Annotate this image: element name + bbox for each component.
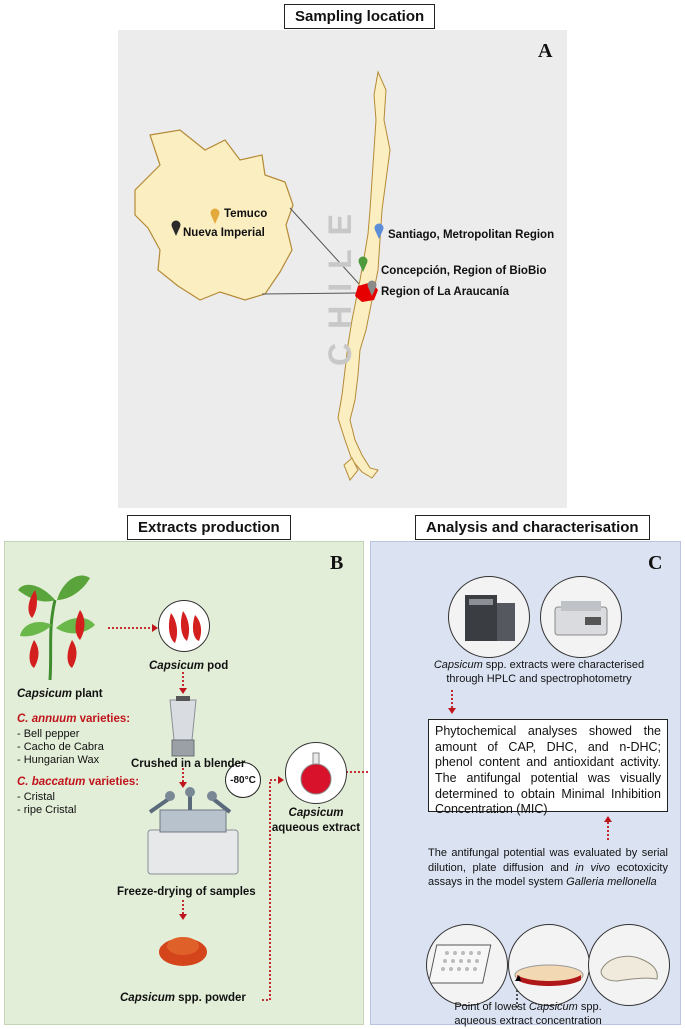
annuum-heading-species: C. annuum [17, 713, 77, 725]
temperature-badge: -80°C [225, 762, 261, 798]
freeze-drying-label: Freeze-drying of samples [117, 886, 256, 898]
hplc-icon [465, 595, 515, 641]
plant-label-rest: plant [71, 688, 103, 700]
powder-label-genus: Capsicum [120, 992, 175, 1004]
aqueous-extract-flask-image [285, 742, 347, 804]
pepper-plant-icon [18, 575, 95, 681]
annuum-heading: C. annuum varieties: [17, 713, 130, 725]
pod-label-genus: Capsicum [149, 660, 204, 672]
extracts-production-title: Extracts production [127, 515, 291, 540]
hplc-instrument-image [448, 576, 530, 658]
baccatum-item: - ripe Cristal [17, 804, 77, 816]
extract-label: Capsicum aqueous extract [270, 806, 362, 836]
annuum-item: - Hungarian Wax [17, 754, 100, 766]
plant-label: Capsicum plant [17, 688, 103, 700]
temuco-pin-icon [210, 208, 220, 224]
phytochemical-summary-box: Phytochemical analyses showed the amount… [428, 719, 668, 816]
sampling-location-title: Sampling location [284, 4, 436, 29]
powder-label: Capsicum spp. powder [120, 992, 246, 1004]
hplc-caption: Capsicum spp. extracts were characterise… [410, 658, 668, 687]
spectrophotometer-icon [554, 601, 608, 636]
point-text-2: spp. [577, 1001, 602, 1013]
pepper-pod-image [158, 600, 210, 652]
serial-dilution-plate-image [426, 924, 508, 1006]
antifungal-text-species: Galleria mellonella [566, 876, 657, 889]
pepper-pod-icon [168, 611, 202, 643]
annuum-item: - Cacho de Cabra [17, 741, 104, 753]
map-label-nueva-imperial: Nueva Imperial [183, 227, 265, 239]
annuum-heading-rest: varieties: [76, 713, 131, 725]
map-label-concepcion: Concepción, Region of BioBio [381, 265, 547, 277]
extract-label-genus: Capsicum [288, 807, 344, 819]
baccatum-item: - Cristal [17, 791, 55, 803]
annuum-item: - Bell pepper [17, 728, 80, 740]
nueva-imperial-pin-icon [171, 220, 181, 236]
pod-label: Capsicum pod [149, 660, 228, 672]
hplc-caption-line2: through HPLC and spectrophotometry [446, 673, 632, 686]
map-label-araucania: Region of La Araucanía [381, 286, 510, 298]
plant-label-genus: Capsicum [17, 688, 72, 700]
hplc-caption-genus: Capsicum [433, 659, 483, 671]
blender-icon [169, 696, 197, 757]
hplc-caption-line1: spp. extracts were characterised [482, 659, 645, 671]
flask-icon [300, 752, 332, 795]
panel-letter-a: A [538, 40, 553, 62]
lowest-concentration-note: Point of lowest Capsicum spp. aqueous ex… [428, 1000, 628, 1029]
baccatum-heading-species: C. baccatum [17, 776, 86, 788]
plate-diffusion-image [508, 924, 590, 1006]
antifungal-text-invivo: in vivo [575, 861, 611, 874]
antifungal-text-2: ecotoxicity assays in the model system [428, 861, 668, 889]
petri-dish-icon [514, 964, 584, 986]
freeze-dryer-icon [147, 787, 239, 875]
point-text-1: Point of lowest [454, 1001, 529, 1013]
santiago-pin-icon [374, 223, 384, 239]
baccatum-heading: C. baccatum varieties: [17, 776, 139, 788]
chile-country-shape [337, 70, 391, 479]
analysis-title: Analysis and characterisation [415, 515, 650, 540]
map-label-santiago: Santiago, Metropolitan Region [388, 229, 555, 241]
point-text-3: aqueous extract concentration [454, 1015, 602, 1028]
antifungal-text-1: The antifungal potential was evaluated b… [428, 847, 668, 874]
antarctic-inset-shape [343, 457, 359, 481]
temperature-value: -80°C [230, 774, 256, 786]
blender-label: Crushed in a blender [131, 758, 246, 770]
panel-letter-b: B [330, 552, 344, 574]
extract-label-rest: aqueous extract [271, 821, 361, 834]
microplate-icon [428, 944, 492, 984]
powder-label-rest: spp. powder [174, 992, 246, 1004]
araucania-pin-icon [367, 280, 377, 296]
spectrophotometer-image [540, 576, 622, 658]
pod-label-rest: pod [203, 660, 229, 672]
galleria-larva-image [588, 924, 670, 1006]
larva-icon [600, 955, 658, 982]
antifungal-description: The antifungal potential was evaluated b… [428, 846, 668, 890]
point-text-genus: Capsicum [528, 1001, 578, 1013]
baccatum-heading-rest: varieties: [85, 776, 140, 788]
panel-letter-c: C [648, 552, 663, 574]
map-label-temuco: Temuco [224, 208, 268, 220]
concepcion-pin-icon [358, 256, 368, 272]
